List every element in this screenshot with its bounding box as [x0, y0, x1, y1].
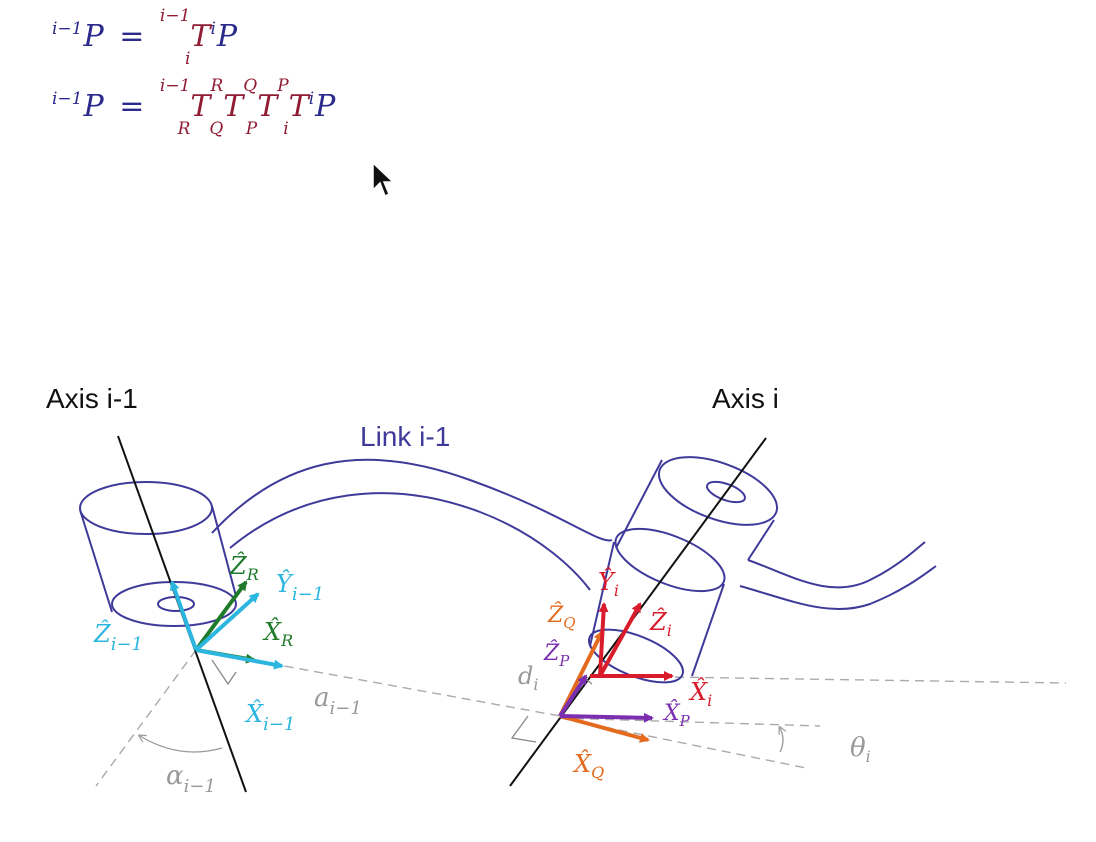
z-r-label: ẐR [229, 551, 259, 584]
eq2-rhs-pre: i [308, 89, 315, 109]
axis-left-label: Axis i-1 [46, 383, 138, 414]
x-i-extension-line [599, 675, 1067, 684]
eq2-term-3: PPi [277, 78, 288, 138]
right-upper-cylinder-side-right [747, 519, 775, 561]
joint-axes [117, 435, 767, 793]
eq2-term-2-symbol: T [257, 89, 278, 124]
right-upper-cylinder-hole [706, 480, 746, 504]
frame-q [558, 630, 650, 743]
alpha-im1-label: αi−1 [166, 761, 216, 797]
theta-i-label: θi [850, 733, 871, 766]
x-im1-label: X̂i−1 [244, 700, 295, 735]
z-i-vector [598, 602, 642, 677]
eq1-term-0-sub: i [184, 49, 191, 69]
alpha-reference-line [95, 649, 197, 787]
frame-i-minus-1 [169, 580, 284, 670]
eq1-term-0-sup: i−1 [159, 6, 191, 26]
eq2-term-3-sub: i [283, 119, 289, 139]
theta-arc [780, 728, 783, 753]
eq2-term-0: i−1i−1R [160, 78, 191, 138]
eq2-term-2-sub: P [245, 119, 258, 139]
x-p-extension-line [559, 717, 821, 727]
left-cylinder-top [79, 481, 213, 535]
link-label: Link i-1 [360, 421, 450, 452]
x-q-label: X̂Q [572, 750, 604, 782]
a-im1-label: ai−1 [314, 683, 362, 719]
eq2-term-1-sub: Q [209, 119, 224, 139]
right-lower-cylinder-side-right [691, 583, 725, 677]
eq1-rhs-symbol: P [216, 19, 238, 54]
x-q-vector [559, 714, 650, 743]
alpha-arc [140, 736, 223, 753]
theta-reference-line [559, 717, 807, 769]
outgoing-arm-lower [739, 565, 937, 611]
x-p-vector [559, 712, 654, 723]
eq2-term-0-sup: i−1 [159, 76, 191, 96]
x-im1-vector [195, 648, 284, 670]
eq2-term-1-symbol: T [223, 89, 244, 124]
right-upper-cylinder-top [657, 456, 779, 526]
eq1-equals: = [119, 19, 145, 54]
eq2-lhs-symbol: P [83, 89, 104, 124]
eq2-term-2-sup: Q [243, 76, 258, 96]
eq1-term-0: i−1i−1i [160, 8, 191, 68]
arm-lower-edge [229, 492, 591, 591]
diagram-labels: Axis i-1 Axis i Link i-1 ẐR Ŷi−1 X̂R Ẑi−… [46, 383, 871, 797]
z-q-label: ẐQ [547, 601, 576, 632]
y-i-vector [598, 602, 609, 677]
right-upper-cylinder-side-left [615, 459, 663, 549]
eq2-term-3-symbol: T [288, 89, 309, 124]
eq1-term-0-symbol: T [190, 19, 211, 54]
arm-upper-edge [211, 458, 613, 542]
x-i-label: X̂i [688, 678, 712, 710]
y-i-label: Ŷi [598, 567, 619, 600]
eq2-rhs-symbol: P [315, 89, 336, 124]
eq2-term-0-symbol: T [190, 89, 211, 124]
equation-2: i−1P = i−1i−1RTRRQTQQPTPPiTiP [52, 78, 336, 138]
d-i-label: di [518, 662, 539, 694]
link-body [79, 456, 937, 684]
eq2-term-3-sup: P [277, 76, 289, 96]
z-im1-vector [169, 580, 198, 651]
eq1-lhs-pre: i−1 [52, 19, 83, 39]
eq1-rhs-pre: i [210, 19, 216, 39]
left-cylinder-side-left [79, 509, 113, 613]
outgoing-arm-upper [747, 541, 926, 589]
eq2-lhs-pre: i−1 [52, 89, 83, 109]
x-r-label: X̂R [262, 618, 293, 650]
left-cylinder-side-right [211, 505, 237, 597]
z-p-label: ẐP [543, 639, 570, 670]
mouse-cursor-icon [372, 161, 395, 198]
z-r-vector [194, 580, 248, 652]
eq2-term-1-sup: R [210, 76, 224, 96]
eq2-term-1: RRQ [209, 78, 223, 138]
z-p-vector [558, 674, 588, 718]
z-im1-label: Ẑi−1 [93, 619, 143, 655]
eq2-term-2: QQP [243, 78, 257, 138]
eq1-lhs-symbol: P [83, 19, 104, 54]
frame-r [194, 580, 256, 664]
z-i-label: Ẑi [649, 607, 672, 640]
y-im1-label: Ŷi−1 [276, 569, 324, 605]
frame-p [558, 674, 654, 723]
y-im1-vector [194, 592, 260, 652]
eq2-equals: = [119, 89, 145, 124]
axis-right-label: Axis i [712, 383, 779, 414]
eq2-term-0-sub: R [177, 119, 191, 139]
x-p-label: X̂P [662, 700, 691, 730]
right-lower-cylinder-bottom [588, 628, 684, 684]
right-lower-cylinder-side-left [589, 541, 615, 647]
frame-i [590, 602, 674, 681]
